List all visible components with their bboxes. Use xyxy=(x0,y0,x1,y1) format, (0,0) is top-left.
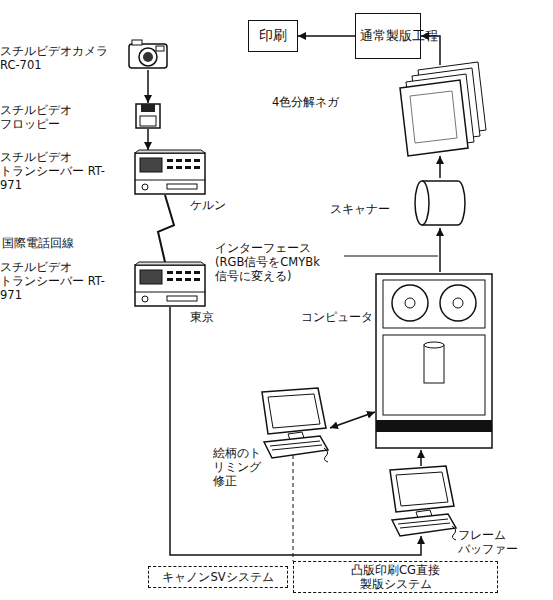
connector-label: 国際電話回線 xyxy=(2,236,112,250)
terminal-icon xyxy=(390,466,456,540)
tape-hub xyxy=(453,298,463,308)
flow-arrow xyxy=(298,35,355,37)
box-label: 凸版印刷CG直接製版システム xyxy=(346,563,446,591)
negative-sheet xyxy=(400,80,468,156)
flow-arrow xyxy=(421,36,440,65)
scanner-device: スキャナー xyxy=(415,178,465,228)
camera-top xyxy=(132,40,142,45)
device-label: コンピュータ xyxy=(295,310,373,324)
computer-cabinet xyxy=(376,274,492,448)
negative-image-area xyxy=(410,91,457,143)
telephone-link xyxy=(158,195,174,262)
box-label: キャノンSVシステム xyxy=(162,570,273,584)
floppy-label xyxy=(140,116,156,126)
flow-arrow xyxy=(420,450,422,466)
flow-arrow xyxy=(147,129,149,150)
box-label: 通常製版工程 xyxy=(360,28,416,44)
device-label: ケルン xyxy=(190,198,235,212)
scanner-icon xyxy=(415,181,465,225)
transceiver-device: スチルビデオ トランシーバー RT-971ケルン xyxy=(135,150,205,195)
flow-arrow xyxy=(147,70,149,103)
connector-label: インターフェース (RGB信号をCMYBk 信号に変える) xyxy=(215,241,343,283)
process-box: 通常製版工程 xyxy=(355,13,421,59)
transceiver-icon xyxy=(135,262,205,306)
system-box: キャノンSVシステム xyxy=(148,566,288,588)
tape-panel xyxy=(383,280,485,328)
system-divider xyxy=(293,455,294,561)
computer-device: コンピュータ xyxy=(375,272,493,450)
frame-buffer-device: フレーム バッファー xyxy=(385,466,457,536)
flow-arrow xyxy=(330,412,375,428)
terminal-device: 絵柄のトリミング修正 xyxy=(258,388,330,460)
floppy-device: スチルビデオ フロッピー xyxy=(135,103,161,129)
system-box: 凸版印刷CG直接製版システム xyxy=(293,561,498,593)
device-label: スチルビデオ フロッピー xyxy=(0,103,100,131)
computer-band xyxy=(376,420,492,432)
device-label: スチルビデオ トランシーバー RT-971 xyxy=(0,260,105,302)
camera-device: スチルビデオカメラ RC-701 xyxy=(128,38,168,70)
transceiver-icon xyxy=(135,150,205,194)
tape-hub xyxy=(405,298,415,308)
terminal-icon xyxy=(262,388,328,462)
camera-lens xyxy=(139,48,157,66)
flow-arrow xyxy=(439,228,441,272)
camera-body xyxy=(129,44,167,68)
computer-cylinder xyxy=(424,345,444,383)
scanner-drum-end xyxy=(415,181,429,225)
device-label: スチルビデオ トランシーバー RT-971 xyxy=(0,150,105,192)
flow-arrow xyxy=(439,156,441,178)
device-label: スチルビデオカメラ RC-701 xyxy=(0,44,115,72)
tape-reel xyxy=(392,285,428,321)
device-label: フレーム バッファー xyxy=(458,528,530,556)
computer-icon xyxy=(376,274,492,448)
negative-stack: 4色分解ネガ xyxy=(400,65,486,156)
device-label: スキャナー xyxy=(330,202,410,216)
box-label: 印刷 xyxy=(259,27,287,44)
device-label: 絵柄のトリミング修正 xyxy=(213,446,271,488)
transceiver-device: スチルビデオ トランシーバー RT-971東京 xyxy=(135,262,205,307)
leader-line xyxy=(344,256,438,257)
device-label: 4色分解ネガ xyxy=(272,95,392,109)
camera-lens-glass xyxy=(143,52,153,62)
computer-panel xyxy=(383,335,485,415)
computer-cylinder-top xyxy=(424,342,444,348)
negative-stack-icon xyxy=(400,62,486,156)
camera-icon xyxy=(129,40,167,68)
camera-flash xyxy=(156,46,164,51)
tape-reel xyxy=(440,285,476,321)
process-box: 印刷 xyxy=(248,20,298,52)
floppy-icon xyxy=(136,104,160,128)
device-label: 東京 xyxy=(190,310,235,324)
floppy-body xyxy=(136,104,160,128)
floppy-shutter xyxy=(141,104,155,112)
flow-arrow xyxy=(170,307,421,555)
